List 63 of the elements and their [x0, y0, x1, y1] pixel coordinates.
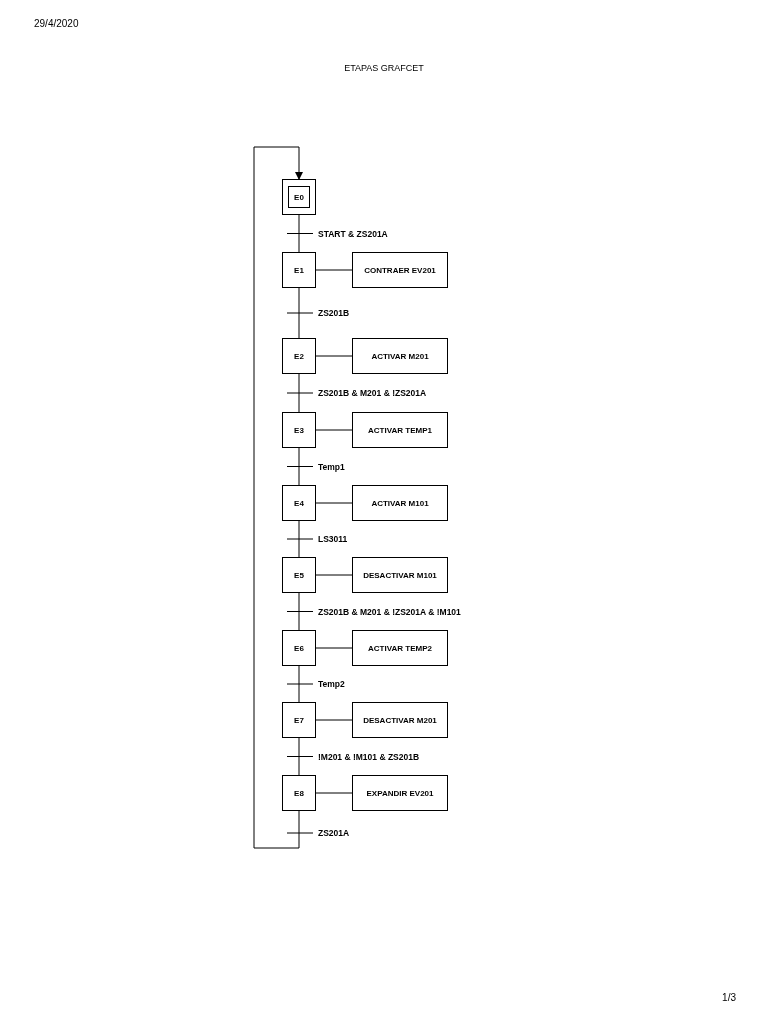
step-label: E5 [294, 570, 304, 580]
step-box [282, 630, 316, 666]
step-label: E2 [294, 351, 304, 361]
connector-line [315, 792, 353, 794]
action-box [352, 252, 448, 288]
connector-line [298, 592, 300, 631]
transition-condition: !M201 & !M101 & ZS201B [316, 751, 422, 762]
step-box [282, 557, 316, 593]
connector-line [315, 429, 353, 431]
step-box [282, 252, 316, 288]
transition-condition: Temp1 [316, 461, 347, 472]
step-label: E8 [294, 788, 304, 798]
step-box [282, 775, 316, 811]
action-box [352, 412, 448, 448]
action-label: DESACTIVAR M201 [363, 715, 437, 725]
step-label: E0 [294, 192, 304, 202]
action-label: ACTIVAR TEMP1 [368, 425, 432, 435]
step-label: E1 [294, 265, 304, 275]
action-label: DESACTIVAR M101 [363, 570, 437, 580]
connector-line [298, 214, 300, 253]
step-label: E3 [294, 425, 304, 435]
transition-condition: ZS201A [316, 828, 352, 838]
connector-line [315, 574, 353, 576]
connector-line [315, 269, 353, 271]
action-box [352, 338, 448, 374]
connector-line [315, 719, 353, 721]
connector-line [298, 287, 300, 339]
action-box [352, 485, 448, 521]
step-label: E4 [294, 498, 304, 508]
connector-line [298, 447, 300, 486]
step-box [282, 412, 316, 448]
transition-condition: ZS201B & M201 & !ZS201A & !M101 [316, 606, 463, 617]
initial-step-box [282, 179, 316, 215]
transition-condition: ZS201B [316, 308, 352, 318]
action-label: ACTIVAR M201 [371, 351, 429, 361]
action-box [352, 557, 448, 593]
connector-line [298, 373, 300, 413]
transition-condition: LS3011 [316, 534, 350, 544]
action-box [352, 702, 448, 738]
step-box [282, 485, 316, 521]
connector-line [315, 355, 353, 357]
connector-line [298, 665, 300, 703]
action-label: CONTRAER EV201 [364, 265, 436, 275]
action-label: ACTIVAR M101 [371, 498, 429, 508]
action-box [352, 775, 448, 811]
action-box [352, 630, 448, 666]
transition-condition: START & ZS201A [316, 228, 390, 239]
action-label: EXPANDIR EV201 [366, 788, 434, 798]
step-box [282, 338, 316, 374]
transition-condition: Temp2 [316, 679, 347, 689]
diagram-title: ETAPAS GRAFCET [344, 63, 424, 73]
step-label: E6 [294, 643, 304, 653]
connector-line [298, 737, 300, 776]
connector-line [315, 502, 353, 504]
step-label: E7 [294, 715, 304, 725]
connector-line [315, 647, 353, 649]
connector-line [298, 520, 300, 558]
step-box [282, 702, 316, 738]
date-text: 29/4/2020 [34, 18, 79, 29]
action-label: ACTIVAR TEMP2 [368, 643, 432, 653]
connector-line [253, 146, 303, 849]
transition-condition: ZS201B & M201 & !ZS201A [316, 388, 429, 398]
page-number: 1/3 [722, 992, 736, 1003]
